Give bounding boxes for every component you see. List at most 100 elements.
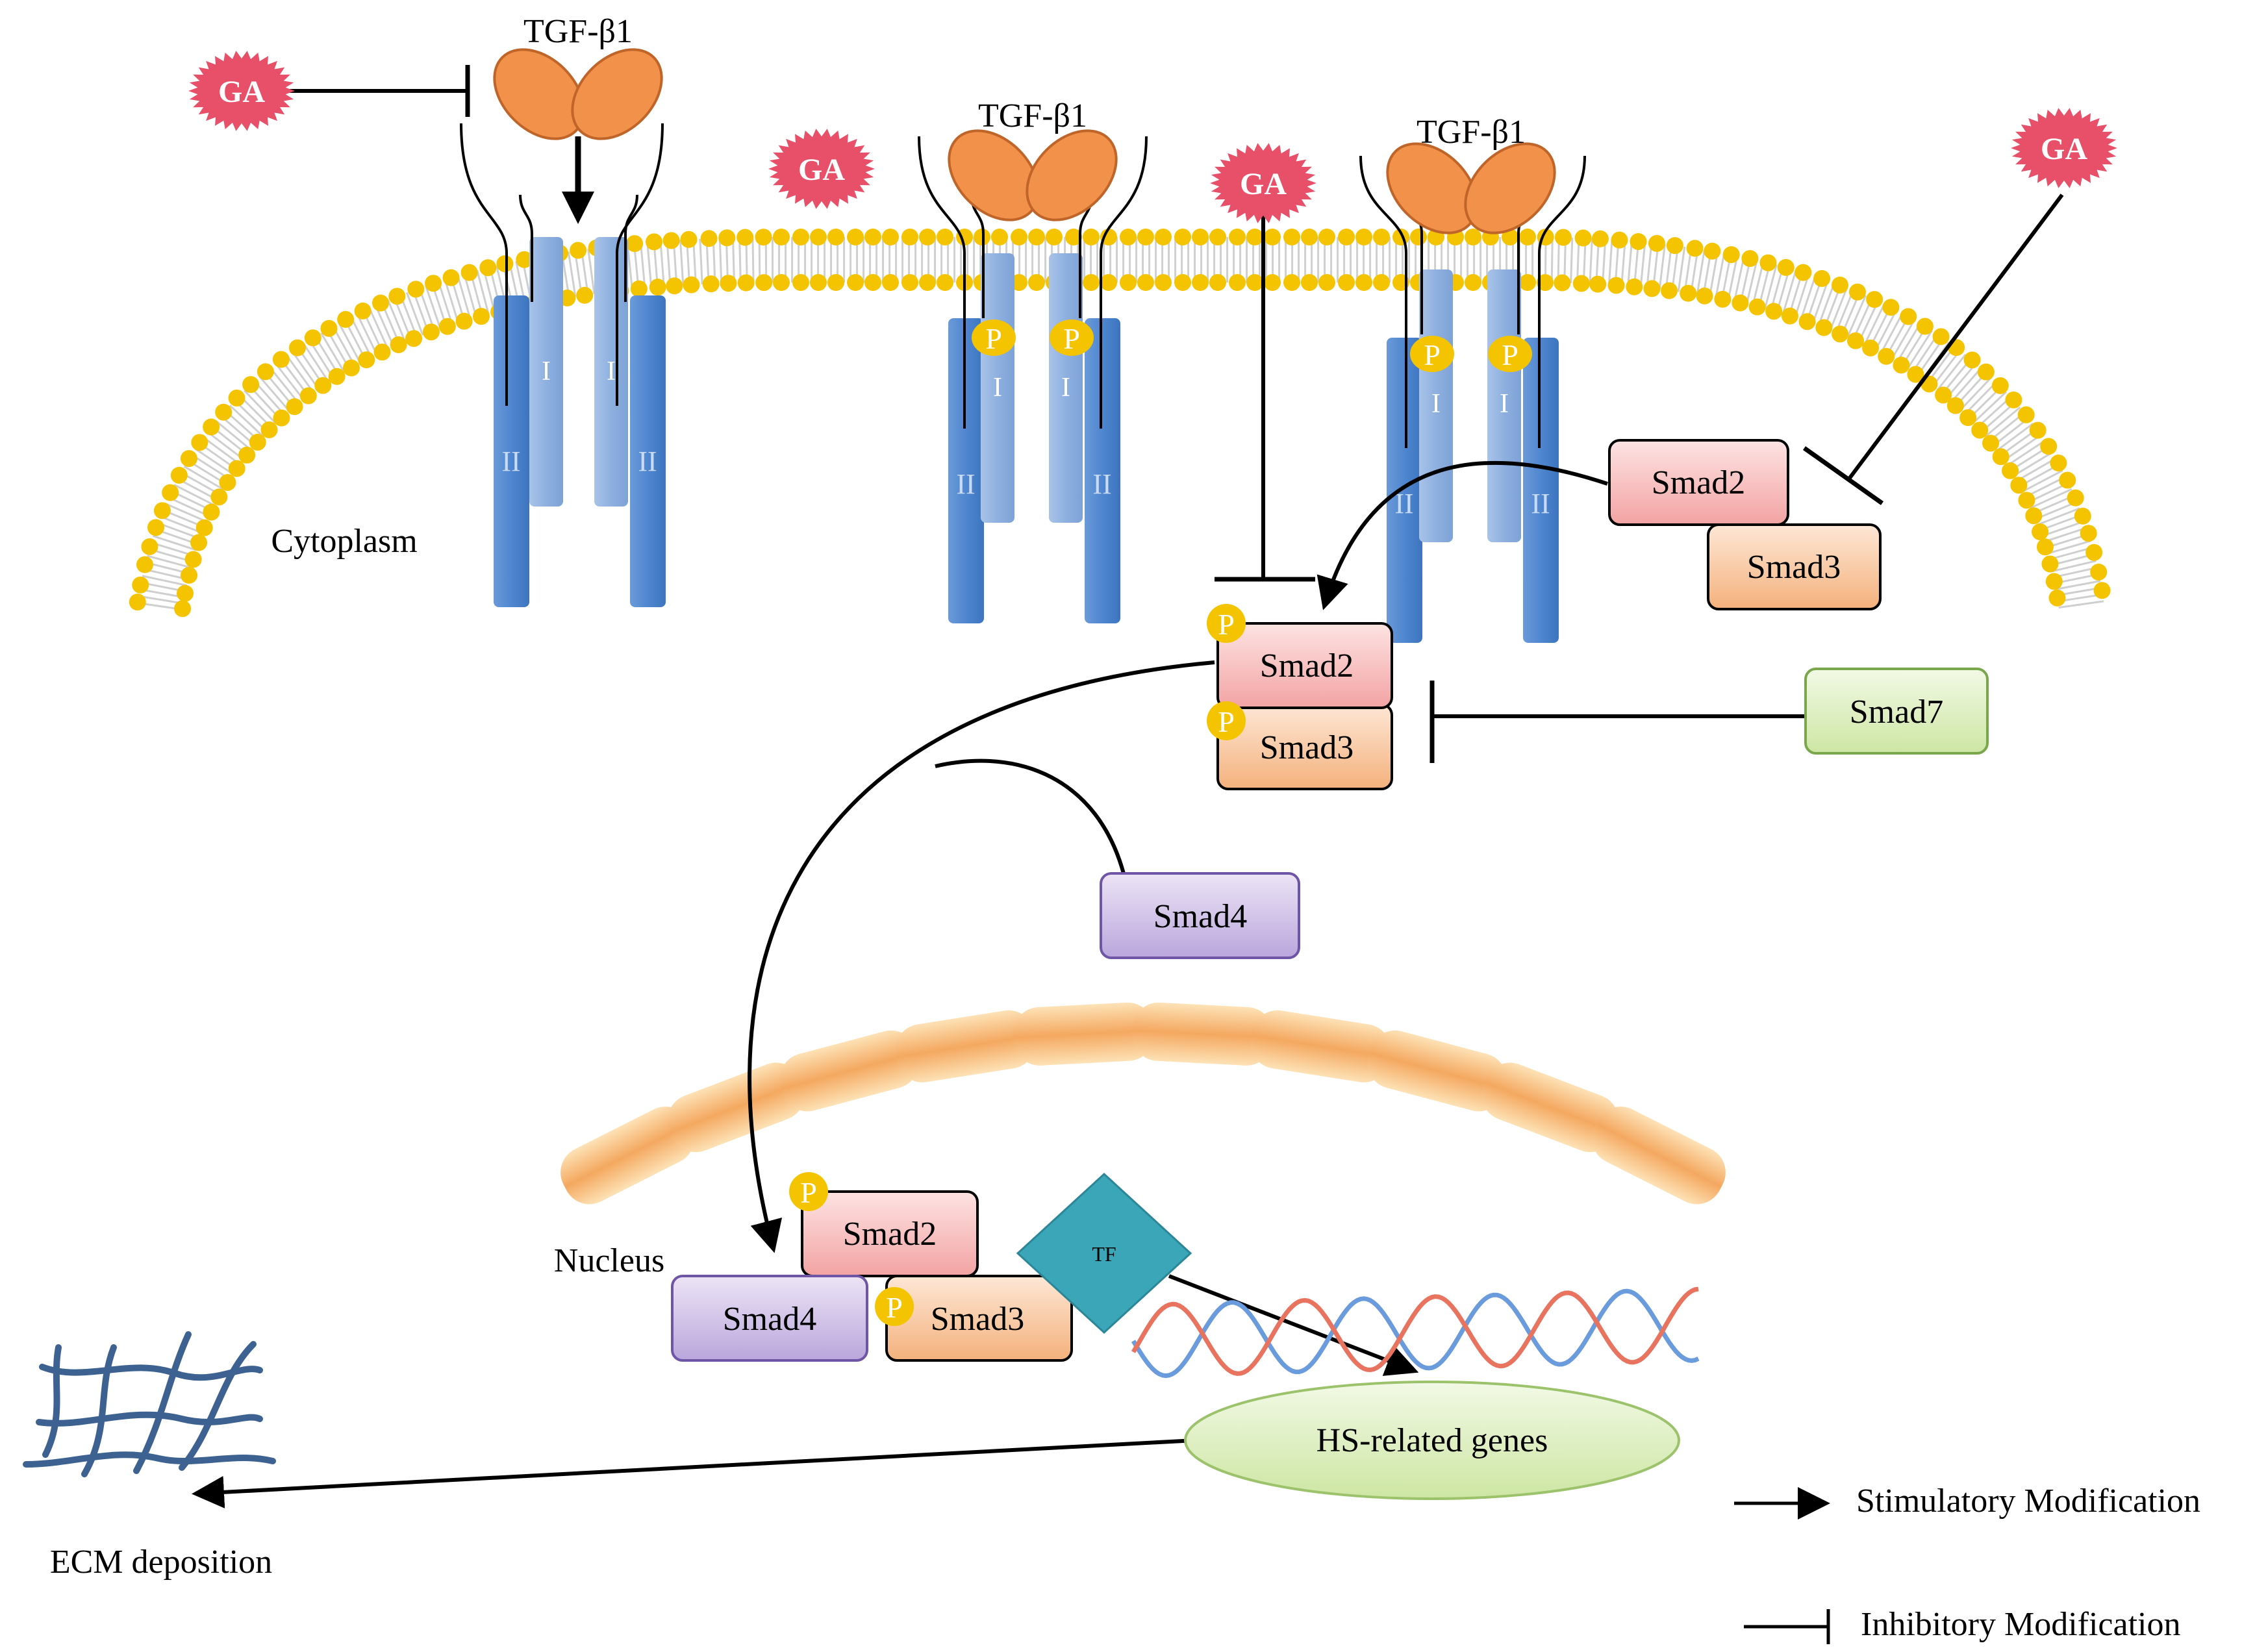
lipid-head: [153, 502, 171, 519]
ga-starburst: [1210, 143, 1316, 223]
type-two-receptor: [1085, 318, 1120, 623]
nuclear-membrane-segment: [560, 1107, 695, 1205]
dna-strand: [1131, 1288, 1700, 1379]
legend-inhibitory: Inhibitory Modification: [1744, 1606, 2180, 1644]
lipid-head: [228, 389, 246, 407]
lipid-head: [2045, 573, 2063, 590]
nuclear-smad-complex: Smad2 Smad4 Smad3 P P: [671, 1172, 1073, 1362]
lipid-head: [847, 229, 864, 245]
lipid-head: [1714, 290, 1732, 308]
ligand-label: TGF-β1: [1417, 114, 1526, 151]
lipid-head: [422, 323, 440, 341]
lipid-head: [1246, 274, 1263, 291]
lipid-head: [1759, 254, 1777, 271]
phospho-badge: P: [875, 1287, 914, 1326]
lipid-head: [1283, 229, 1300, 245]
lipid-head: [755, 229, 772, 246]
lipid-head: [273, 409, 290, 427]
lipid-head: [1907, 366, 1924, 383]
lipid-head: [472, 308, 490, 325]
lipid-head: [162, 484, 179, 501]
svg-text:P: P: [1218, 608, 1235, 641]
ligand-label: TGF-β1: [978, 97, 1087, 134]
lipid-head: [388, 288, 406, 305]
lipid-head: [1192, 274, 1209, 291]
svg-text:P: P: [1424, 338, 1441, 371]
lipid-head: [937, 274, 953, 291]
lipid-head: [1011, 274, 1027, 291]
lipid-head: [1465, 274, 1481, 291]
pathway-arrows: [192, 65, 2064, 1508]
lipid-head: [516, 251, 533, 268]
smad4-box: [671, 1275, 868, 1362]
smad4-box: [1100, 872, 1300, 959]
lipid-head: [2040, 438, 2058, 455]
receptor-two-label: II: [501, 445, 520, 477]
ga-inhibitor: GA: [188, 51, 295, 131]
lipid-head: [662, 232, 680, 249]
type-two-receptor: [1387, 338, 1422, 643]
lipid-head: [1959, 409, 1977, 427]
lipid-head: [2074, 507, 2091, 525]
ga-starburst: [2011, 108, 2117, 188]
lipid-head: [1120, 229, 1137, 245]
ecm-label: ECM deposition: [50, 1544, 272, 1581]
lipid-head: [1982, 434, 2000, 452]
nuclear-membrane-segment: [1250, 1010, 1391, 1083]
legend-stimulatory-label: Stimulatory Modification: [1856, 1483, 2200, 1520]
lipid-head: [304, 329, 321, 347]
lipid-head: [174, 600, 192, 618]
lipid-head: [1229, 229, 1246, 245]
lipid-head: [1355, 274, 1372, 291]
lipid-head: [1977, 363, 1995, 381]
lipid-head: [1283, 274, 1300, 291]
lipid-head: [1900, 308, 1917, 325]
lipid-head: [576, 286, 594, 304]
lipid-head: [1174, 274, 1191, 291]
receptor-two-label: II: [1092, 468, 1111, 500]
lipid-head: [170, 466, 188, 484]
lipid-head: [2059, 471, 2076, 489]
lipid-head: [136, 556, 153, 573]
smad4-label: Smad4: [1153, 898, 1247, 935]
lipid-head: [737, 274, 755, 292]
lipid-head: [1666, 237, 1683, 255]
lipid-head: [1777, 258, 1795, 276]
lipid-head: [328, 368, 346, 385]
lipid-head: [1174, 229, 1191, 245]
lipid-head: [626, 235, 644, 253]
lipid-head: [1661, 282, 1678, 299]
tgf-beta-ligand: TGF-β1: [493, 13, 663, 140]
type-two-receptor: [630, 295, 666, 607]
tgf-beta-ligand: TGF-β1: [1386, 114, 1556, 234]
lipid-head: [1209, 229, 1226, 245]
lipid-head: [1137, 229, 1154, 245]
lipid-head: [2018, 492, 2035, 509]
lipid-head: [646, 233, 663, 251]
lipid-head: [177, 584, 194, 602]
lipid-head: [2010, 477, 2028, 494]
lipid-head: [496, 255, 514, 273]
receptor-one-label: I: [542, 357, 551, 386]
lipid-head: [1373, 274, 1390, 291]
lipid-head: [1318, 229, 1335, 245]
lipid-head: [373, 344, 391, 361]
lipid-head: [1410, 229, 1427, 245]
smad2-box: [801, 1190, 979, 1277]
lipid-head: [2029, 421, 2047, 439]
nuclear-membrane-segment: [1013, 1002, 1154, 1066]
receptor-one-label: I: [993, 373, 1002, 403]
receptor-one-label: I: [1431, 389, 1441, 419]
lipid-head: [1502, 229, 1518, 245]
smad3-label: Smad3: [931, 1301, 1024, 1338]
lipid-head: [141, 538, 158, 555]
lipid-head: [1630, 232, 1647, 250]
lipid-head: [195, 519, 213, 536]
ligand-label: TGF-β1: [523, 13, 633, 50]
lipid-head: [683, 276, 700, 294]
lipid-head: [864, 229, 881, 245]
ecm-fibers: [23, 1331, 276, 1477]
